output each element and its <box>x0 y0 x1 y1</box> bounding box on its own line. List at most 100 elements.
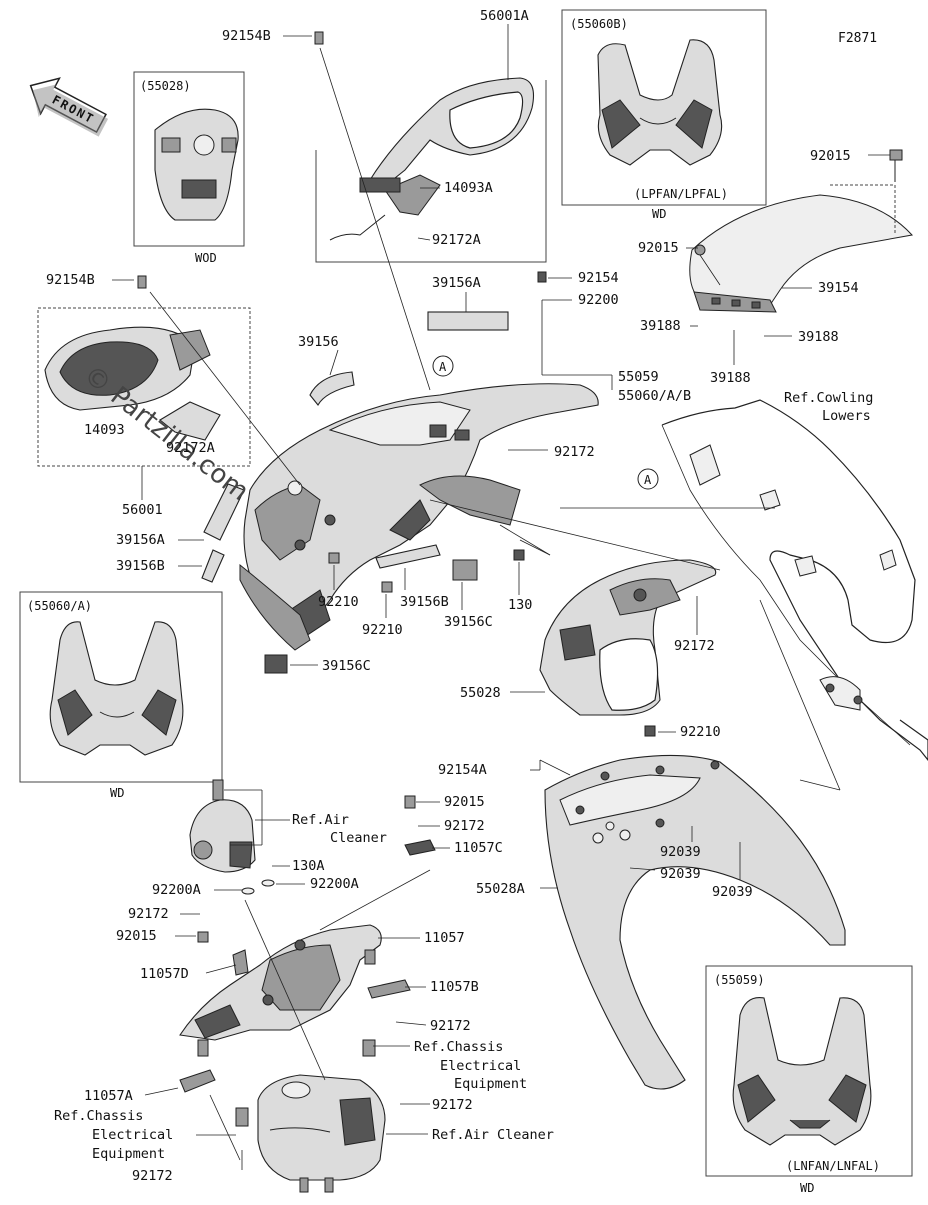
leader-lines <box>112 24 890 1170</box>
mirror-box-56001a <box>315 77 547 263</box>
callout-a-1: A <box>432 355 454 377</box>
washer-92200A-l <box>241 887 255 895</box>
pad-39156B-mid <box>375 544 441 569</box>
label-39156C-mid: 39156C <box>444 614 493 630</box>
figure-code: F2871 <box>838 31 877 46</box>
grommet-92015-d <box>197 931 209 943</box>
label-ref-chassis-1c: Equipment <box>454 1076 527 1092</box>
label-ref-chassis-1a: Ref.Chassis <box>414 1039 503 1055</box>
inset-box-55060b: (55060B) (LPFAN/LPFAL) WD <box>561 9 767 221</box>
label-56001A: 56001A <box>480 8 529 24</box>
label-92172A-top: 92172A <box>432 232 481 248</box>
nut-92210-a <box>328 552 340 564</box>
pad-39156C-mid <box>452 559 478 581</box>
label-130: 130 <box>508 597 532 613</box>
label-92015-mid: 92015 <box>638 240 679 256</box>
windshield-39154 <box>689 149 913 313</box>
inset-box-55060a: (55060/A) WD <box>19 591 223 800</box>
inset-55028-code: (55028) <box>140 79 191 93</box>
label-ref-chassis-2c: Equipment <box>92 1146 165 1162</box>
pad-39156A-top <box>427 311 509 331</box>
label-11057C: 11057C <box>454 840 503 856</box>
inset-55060a-code: (55060/A) <box>27 599 92 613</box>
label-92172-c: 92172 <box>444 818 485 834</box>
label-39188-a: 39188 <box>640 318 681 334</box>
connector-ref-chassis-1 <box>362 1039 376 1057</box>
inner-cowl-55028 <box>539 559 717 716</box>
bracket-11057A <box>179 1069 216 1093</box>
label-ref-air-1: Ref.Air <box>292 812 349 828</box>
label-14093A: 14093A <box>444 180 493 196</box>
label-92200A-l: 92200A <box>152 882 201 898</box>
label-55059: 55059 <box>618 369 659 385</box>
label-11057D: 11057D <box>140 966 189 982</box>
label-92210-c: 92210 <box>680 724 721 740</box>
label-92210-a: 92210 <box>318 594 359 610</box>
label-92172-g: 92172 <box>132 1168 173 1184</box>
label-39156A-left: 39156A <box>116 532 165 548</box>
pad-39156B-left <box>201 549 225 583</box>
label-92172-a: 92172 <box>554 444 595 460</box>
side-cowl-55028a <box>544 754 846 1090</box>
label-ref-chassis-2a: Ref.Chassis <box>54 1108 143 1124</box>
bracket-11057C <box>404 839 436 856</box>
label-92039-c: 92039 <box>712 884 753 900</box>
label-92039-a: 92039 <box>660 844 701 860</box>
label-39156B-left: 39156B <box>116 558 165 574</box>
label-92154B-top: 92154B <box>222 28 271 44</box>
air-cleaner-duct-upper <box>189 779 256 873</box>
label-92172-e: 92172 <box>430 1018 471 1034</box>
label-55060AB: 55060/A/B <box>618 388 691 404</box>
mirror-box-56001 <box>37 307 251 467</box>
inset-55059-code: (55059) <box>714 973 765 987</box>
label-ref-cowling-1: Ref.Cowling <box>784 390 873 406</box>
inset-55060b-variant: WD <box>652 207 666 221</box>
label-92210-b: 92210 <box>362 622 403 638</box>
label-92039-b: 92039 <box>660 866 701 882</box>
inset-55059-models: (LNFAN/LNFAL) <box>786 1159 880 1173</box>
bolt-92154B-left <box>137 275 147 289</box>
label-39188-b: 39188 <box>798 329 839 345</box>
pad-39156C-left <box>264 654 288 674</box>
label-92172-b: 92172 <box>674 638 715 654</box>
label-39154: 39154 <box>818 280 859 296</box>
label-ref-cowling-2: Lowers <box>822 408 871 424</box>
label-11057: 11057 <box>424 930 465 946</box>
air-cleaner-duct-lower <box>257 1074 386 1193</box>
callout-a-2: A <box>637 468 659 490</box>
label-92172-f: 92172 <box>432 1097 473 1113</box>
label-92015-d: 92015 <box>116 928 157 944</box>
label-39156: 39156 <box>298 334 339 350</box>
label-56001: 56001 <box>122 502 163 518</box>
svg-text:A: A <box>439 360 447 374</box>
svg-text:A: A <box>644 473 652 487</box>
label-ref-chassis-2b: Electrical <box>92 1127 173 1143</box>
label-92172A-left: 92172A <box>166 440 215 456</box>
label-11057A: 11057A <box>84 1088 133 1104</box>
label-92154B-left: 92154B <box>46 272 95 288</box>
label-92154A: 92154A <box>438 762 487 778</box>
label-55028A: 55028A <box>476 881 525 897</box>
label-39156A-top: 39156A <box>432 275 481 291</box>
inset-box-55028: (55028) WOD <box>133 71 245 265</box>
upper-cowl-main <box>239 383 599 651</box>
label-39156B-mid: 39156B <box>400 594 449 610</box>
label-92015-low: 92015 <box>444 794 485 810</box>
nut-92210-b <box>381 581 393 593</box>
label-55028: 55028 <box>460 685 501 701</box>
grommet-92015-low <box>404 795 416 809</box>
inset-55059-variant: WD <box>800 1181 814 1195</box>
cowling-lowers <box>661 399 928 761</box>
inset-55028-variant: WOD <box>195 251 217 265</box>
label-130A: 130A <box>292 858 325 874</box>
label-14093-left: 14093 <box>84 422 125 438</box>
connector-ref-chassis-2 <box>235 1107 249 1127</box>
bolt-92154B-top <box>314 31 324 45</box>
label-92172-d: 92172 <box>128 906 169 922</box>
pad-39156 <box>309 371 355 406</box>
label-11057B: 11057B <box>430 979 479 995</box>
label-92200: 92200 <box>578 292 619 308</box>
part-labels: 92154B 56001A 14093A 92172A 92154B 14093… <box>46 8 873 1184</box>
